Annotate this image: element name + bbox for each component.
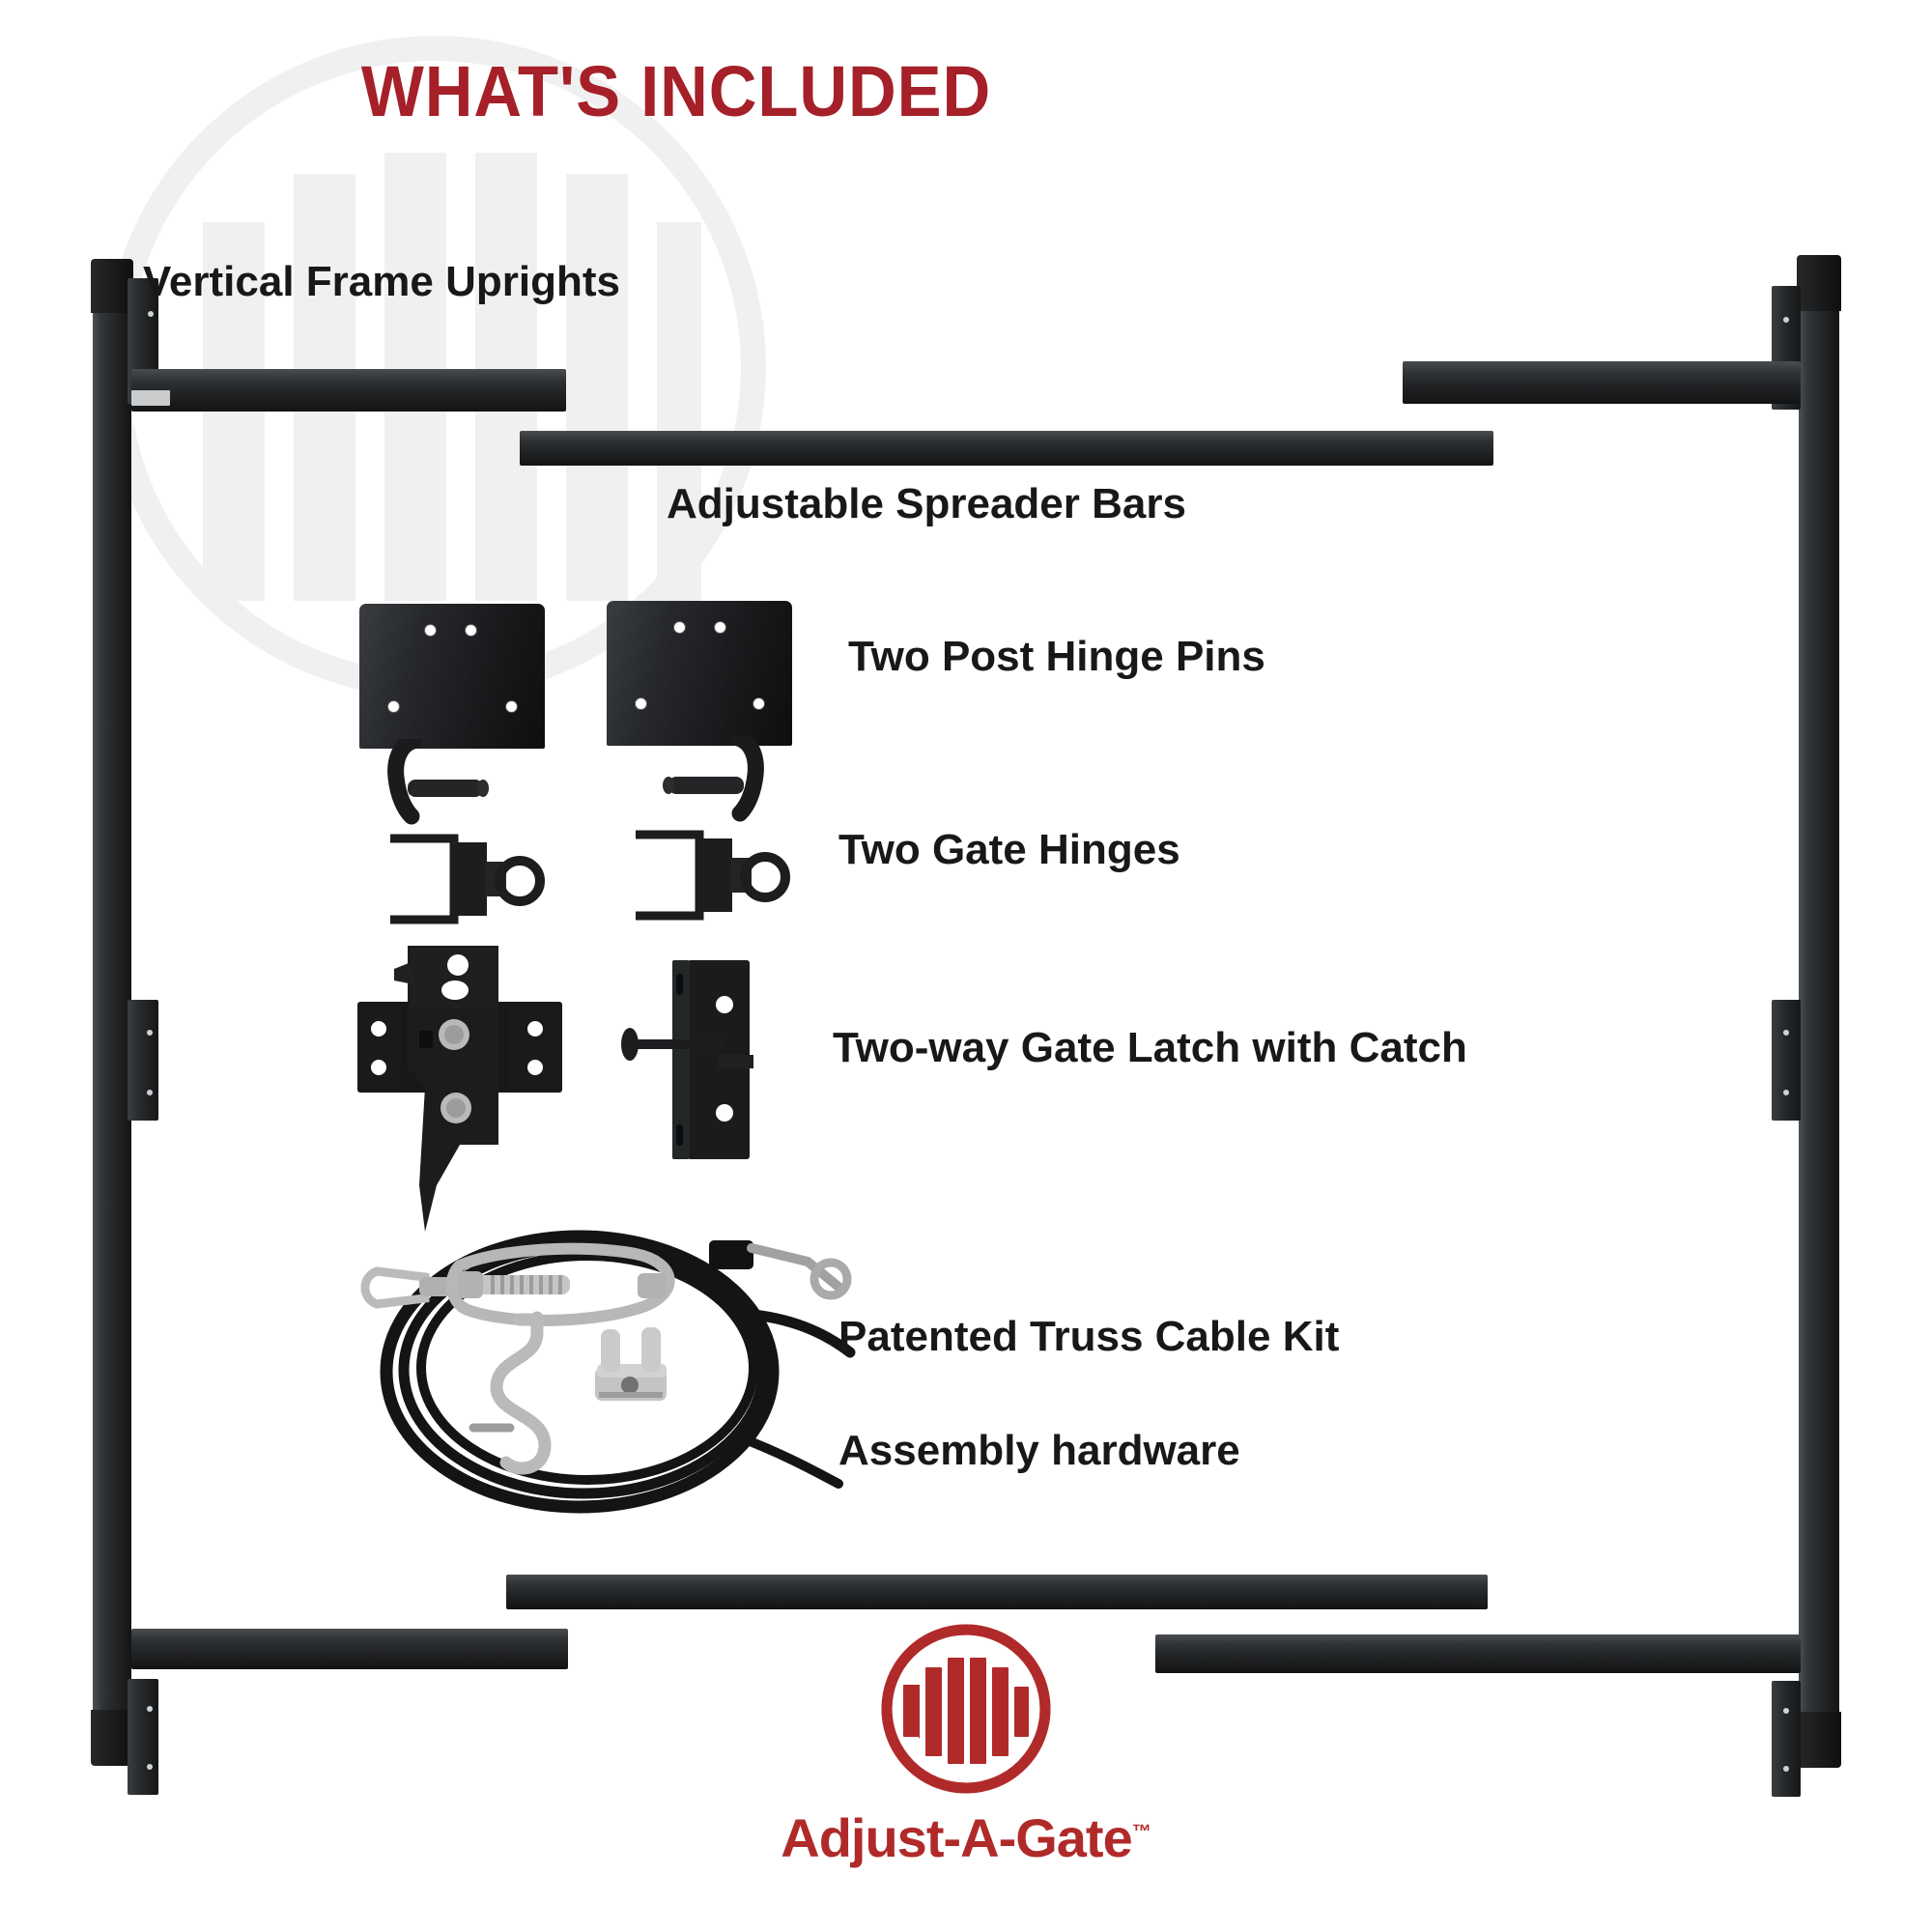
label-two-post-hinge-pins: Two Post Hinge Pins [848,633,1265,680]
right-top-bracket-screw-1 [1783,317,1789,323]
spreader-bar-top-right [1403,361,1801,404]
spreader-bar-middle-floating [520,431,1493,466]
right-upright-top-cap [1797,255,1841,311]
left-bottom-bracket-screw-2 [147,1764,153,1770]
label-patented-truss-cable-kit: Patented Truss Cable Kit [838,1313,1340,1360]
trademark-symbol: ™ [1131,1821,1151,1843]
left-mid-bracket-screw-1 [147,1030,153,1036]
truss-cable-kit [360,1230,856,1514]
left-vertical-upright [93,263,131,1765]
right-bottom-bracket-screw-2 [1783,1766,1789,1772]
left-bottom-bracket-screw-1 [147,1706,153,1712]
post-hinge-pin-right-pin [663,736,764,822]
left-mid-bracket-screw-2 [147,1090,153,1095]
spreader-bar-top-left [131,369,566,412]
right-mid-bracket-screw-2 [1783,1090,1789,1095]
spreader-bar-bottom-floating [506,1575,1488,1609]
brand-name: Adjust-A-Gate [781,1807,1132,1868]
right-mid-bracket-screw-1 [1783,1030,1789,1036]
spreader-bar-top-left-tag [131,390,170,406]
left-upright-bottom-bracket [128,1679,158,1795]
right-upright-bottom-cap [1797,1712,1841,1768]
right-upright-mid-bracket [1772,1000,1801,1121]
spreader-bar-bottom-right [1155,1634,1801,1673]
left-upright-mid-bracket [128,1000,158,1121]
gate-latch-catch [621,960,753,1159]
label-assembly-hardware: Assembly hardware [838,1427,1240,1474]
gate-hinge-left [390,834,545,924]
label-adjustable-spreader-bars: Adjustable Spreader Bars [667,480,1186,527]
label-two-gate-hinges: Two Gate Hinges [838,826,1180,873]
adjust-a-gate-circle-mark [881,1624,1051,1794]
page-title: WHAT'S INCLUDED [360,51,992,131]
post-hinge-pin-left-pin [387,739,489,825]
brand-logo-text: Adjust-A-Gate™ [0,1806,1932,1869]
brand-logo: Adjust-A-Gate™ [0,1619,1932,1869]
two-way-gate-latch [357,946,562,1232]
right-vertical-upright [1799,259,1839,1766]
post-hinge-pin-right [607,601,810,823]
spreader-bar-bottom-left [131,1629,568,1669]
right-bottom-bracket-screw-1 [1783,1708,1789,1714]
left-upright-top-cap [91,259,133,313]
gate-hinge-right [636,830,790,921]
left-upright-bottom-cap [91,1710,133,1766]
label-vertical-frame-uprights: Vertical Frame Uprights [143,258,620,305]
post-hinge-pin-left [359,604,562,826]
right-upright-bottom-bracket [1772,1681,1801,1797]
label-two-way-gate-latch-with-catch: Two-way Gate Latch with Catch [833,1024,1467,1071]
left-top-bracket-screw-1 [148,311,154,317]
